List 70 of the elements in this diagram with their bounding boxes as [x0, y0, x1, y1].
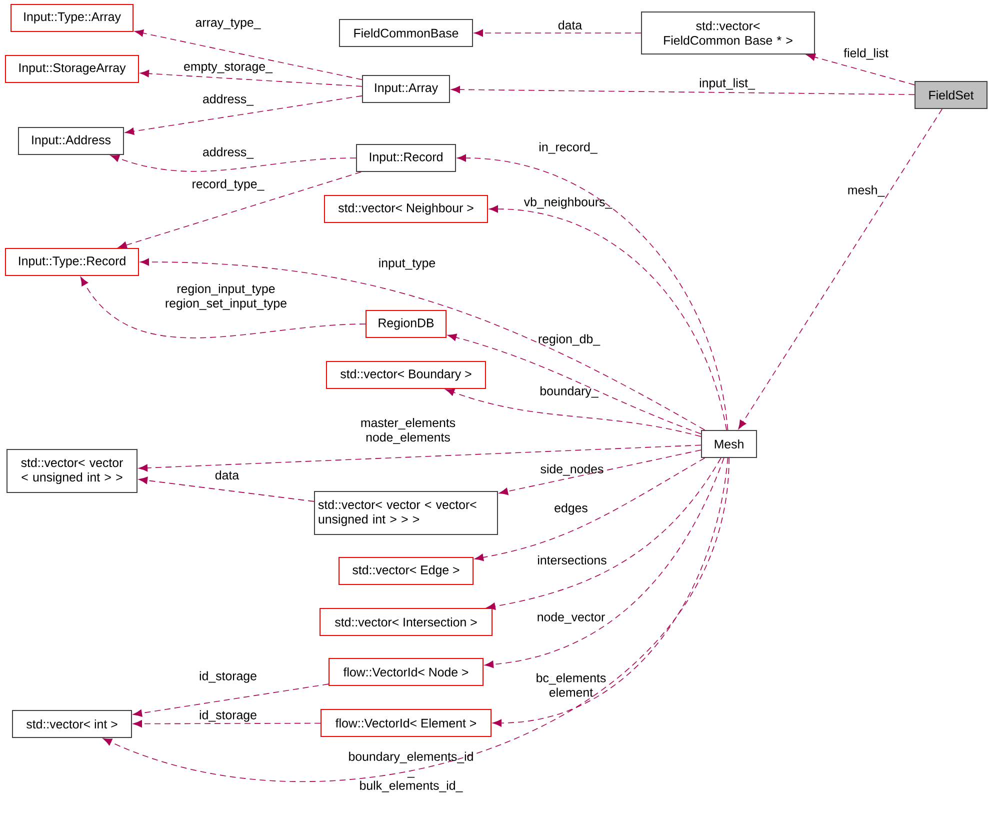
- arrow: [103, 458, 730, 782]
- arrow: [133, 684, 329, 717]
- arrow: [486, 458, 722, 610]
- class-box: Input::Type::Record: [5, 248, 139, 276]
- arrow: [138, 476, 314, 502]
- class-box: Input::Array: [362, 75, 450, 103]
- class-box: std::vector< FieldCommon Base * >: [641, 11, 816, 54]
- class-box: std::vector< vector < vector< unsigned int > > >: [314, 491, 498, 535]
- arrow: [484, 458, 724, 668]
- class-box: flow::VectorId< Node >: [328, 658, 484, 686]
- class-box: Mesh: [701, 430, 758, 458]
- edge-label: side_nodes: [540, 464, 604, 476]
- arrow: [118, 172, 362, 249]
- edge-label: boundary_: [540, 386, 598, 398]
- edge-label: master_elements node_elements: [361, 418, 456, 444]
- edge-label: bc_elements element: [536, 673, 606, 697]
- edge-label: id_storage: [200, 710, 256, 722]
- edge-label: vb_neighbours_: [524, 197, 612, 209]
- class-box: std::vector< Neighbour >: [324, 195, 488, 223]
- edge-label: data: [558, 20, 582, 30]
- arrow: [492, 458, 728, 727]
- edge-label: array_type_: [196, 18, 261, 30]
- class-box: flow::VectorId< Element >: [320, 709, 492, 737]
- class-box: std::vector< int >: [12, 710, 132, 738]
- class-box: FieldSet: [914, 81, 988, 109]
- edge-label: address_: [203, 94, 254, 106]
- edge-label: input_type: [379, 258, 436, 270]
- class-box: RegionDB: [366, 310, 446, 338]
- edge-label: id_storage: [200, 671, 256, 683]
- edge-label: empty_storage_: [184, 62, 273, 74]
- arrow: [446, 388, 702, 437]
- edge-label: input_list_: [700, 78, 756, 90]
- edge-label: mesh_: [848, 185, 885, 197]
- edge-label: data: [215, 470, 240, 480]
- arrow: [451, 86, 915, 95]
- arrow: [134, 29, 362, 80]
- class-box: Input::StorageArray: [5, 55, 139, 83]
- edge-label: in_record_: [540, 142, 598, 154]
- arrow: [474, 458, 706, 562]
- edge-label: record_type_: [192, 179, 264, 191]
- arrow: [80, 276, 366, 338]
- edge-label: field_list: [844, 48, 888, 60]
- class-box: std::vector< Boundary >: [326, 361, 486, 389]
- arrow: [140, 70, 362, 87]
- edge-label: boundary_elements_id _ bulk_elements_id_: [349, 752, 473, 792]
- arrow: [125, 95, 362, 135]
- edge-label: region_input_type region_set_input_type: [166, 284, 286, 310]
- arrow: [133, 720, 321, 728]
- edge-label: node_vector: [538, 612, 605, 624]
- arrow: [499, 450, 702, 496]
- arrow: [110, 154, 356, 172]
- edge-label: address_: [203, 147, 254, 159]
- class-box: Input::Record: [356, 144, 456, 172]
- class-box: Input::Address: [18, 127, 124, 155]
- arrow: [474, 29, 642, 37]
- arrow: [448, 334, 702, 434]
- arrow: [457, 154, 728, 430]
- class-box: std::vector< Intersection >: [320, 608, 492, 636]
- edge-label: intersections: [538, 555, 606, 565]
- class-box: std::vector< Edge >: [338, 557, 474, 585]
- class-box: Input::Type::Array: [10, 4, 134, 32]
- class-box: FieldCommonBase: [339, 18, 473, 47]
- edge-label: region_db_: [538, 334, 600, 346]
- arrow: [140, 258, 706, 430]
- arrow: [738, 108, 943, 430]
- arrow: [489, 205, 727, 430]
- arrow: [806, 54, 915, 86]
- edge-label: edges: [554, 503, 588, 515]
- arrow: [138, 444, 702, 472]
- class-box: std::vector< vector < unsigned int > >: [6, 449, 138, 493]
